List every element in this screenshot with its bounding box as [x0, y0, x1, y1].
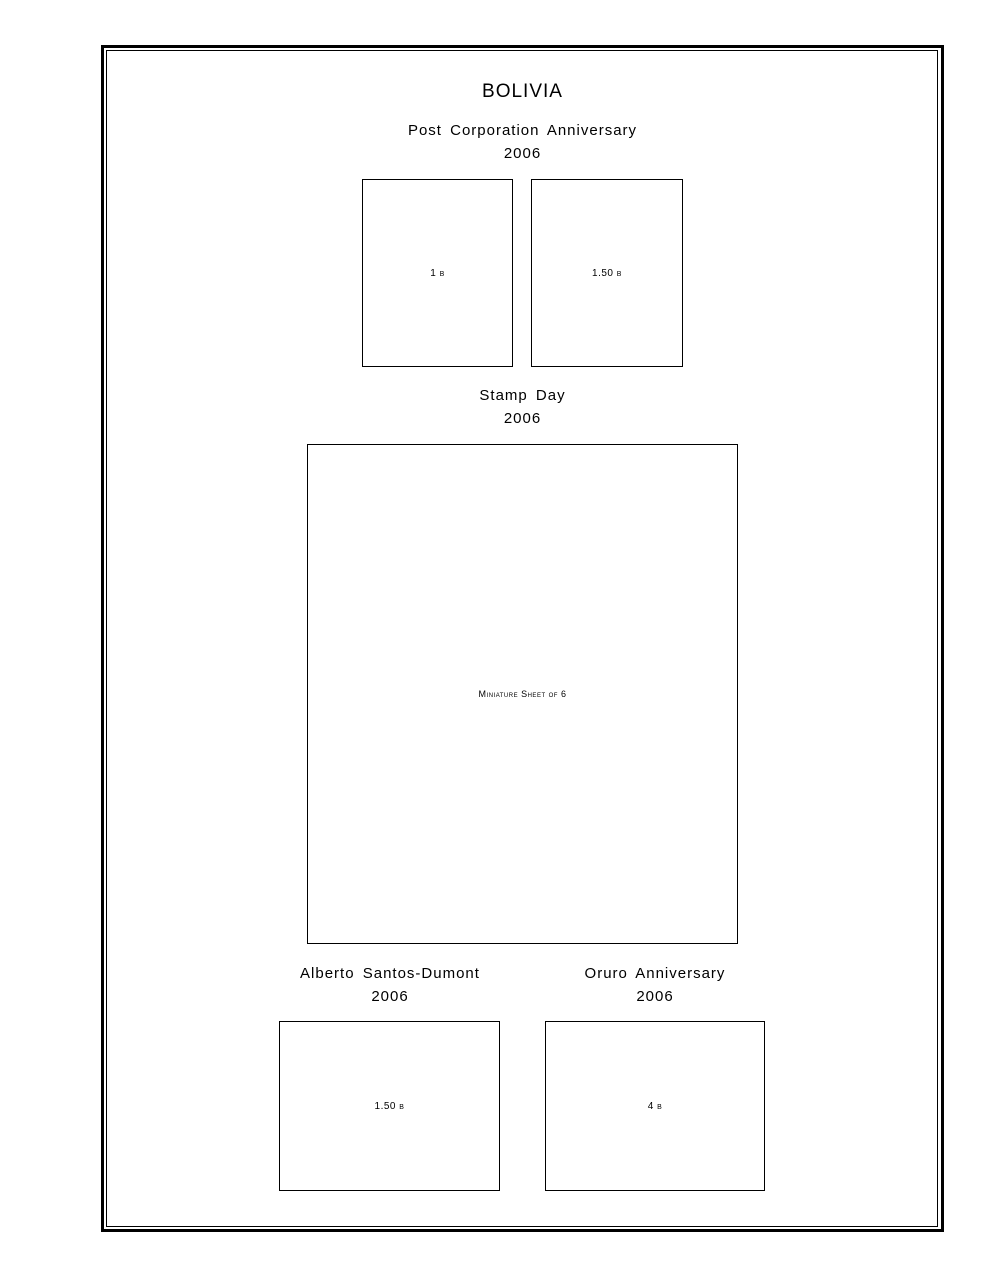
stamp-space: 1 b: [362, 179, 513, 367]
stamp-value-label: Miniature Sheet of 6: [478, 689, 567, 699]
section-year-stamp-day: 2006: [503, 410, 542, 427]
country-title: BOLIVIA: [482, 81, 563, 102]
stamp-value-label: 4 b: [647, 1100, 663, 1112]
section-year-oruro: 2006: [636, 988, 674, 1005]
page-inner-border: [106, 50, 938, 1227]
stamp-space: 4 b: [545, 1021, 765, 1191]
stamp-value-label: 1.50 b: [374, 1100, 405, 1112]
section-title-stamp-day: Stamp Day: [479, 387, 566, 404]
page-outer-border: [101, 45, 944, 1232]
section-title-santos-dumont: Alberto Santos-Dumont: [300, 965, 480, 982]
stamp-value-label: 1 b: [430, 267, 445, 279]
section-title-post-corporation: Post Corporation Anniversary: [407, 122, 638, 139]
stamp-space: 1.50 b: [279, 1021, 500, 1191]
miniature-sheet-space: Miniature Sheet of 6: [307, 444, 738, 944]
stamp-value-label: 1.50 b: [592, 267, 622, 279]
stamp-space: 1.50 b: [531, 179, 683, 367]
section-year-post-corporation: 2006: [503, 145, 542, 162]
section-year-santos-dumont: 2006: [371, 988, 409, 1005]
section-title-oruro: Oruro Anniversary: [584, 965, 726, 982]
